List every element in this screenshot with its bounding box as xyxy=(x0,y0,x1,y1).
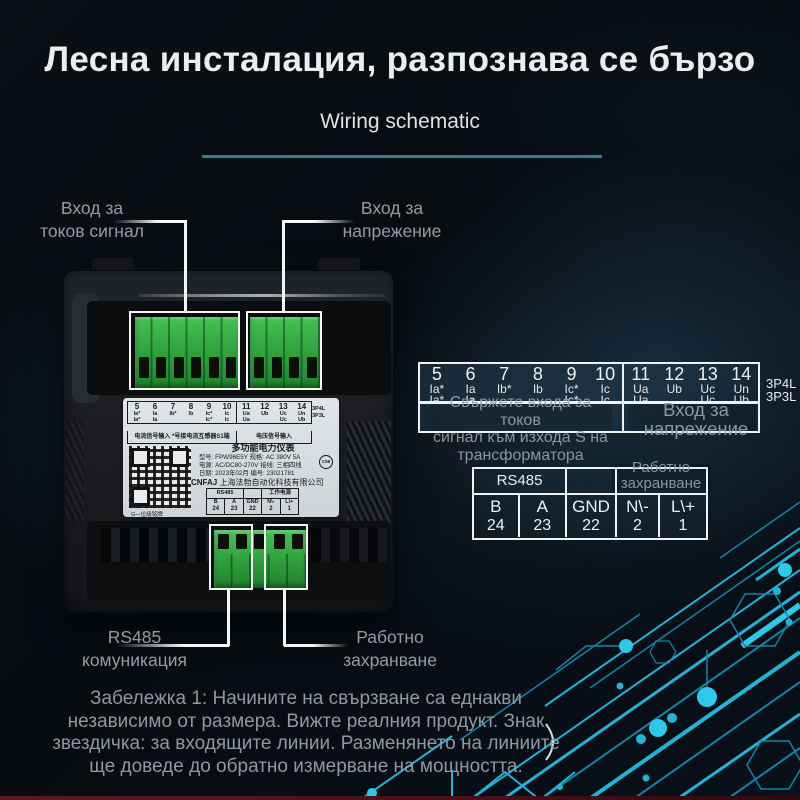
callout-line-current-vertical xyxy=(184,220,187,312)
terminal-cell-n: N\-2 xyxy=(617,495,660,537)
subtitle-underline xyxy=(202,155,602,158)
rs485-power-table-header: RS485 xyxy=(474,469,706,495)
highlight-box-current-terminals xyxy=(129,311,240,390)
qr-finder xyxy=(131,487,150,506)
current-connection-note-overlay: Свържете входа за токов сигнал към изход… xyxy=(433,394,608,464)
label-rs485-header: RS485 xyxy=(207,489,244,498)
overlay-backdrop xyxy=(628,402,756,431)
terminal-hole xyxy=(253,357,264,378)
highlight-box-voltage-terminals xyxy=(246,311,322,390)
product-name: 多功能电力仪表 xyxy=(231,443,295,453)
wiring-mode-3p4l: 3P4L xyxy=(766,376,797,391)
device-heatsink-fins-left xyxy=(66,421,84,521)
company-name: 上海法勃自动化科技有限公司 xyxy=(219,478,324,487)
rs485-power-terminal-block xyxy=(214,530,306,588)
device-bottom-fins-right xyxy=(311,528,387,562)
callout-current-input-label: Вход за токов сигнал xyxy=(40,198,144,241)
terminal-hole xyxy=(271,357,282,378)
overlay-backdrop xyxy=(430,404,612,432)
brand-logo: CNFAJ xyxy=(191,478,218,487)
terminal-hole xyxy=(173,357,184,378)
terminal-table-divider xyxy=(420,401,758,404)
callout-voltage-input-label: Вход за напрежение xyxy=(342,198,442,241)
brand-company-line: CNFAJ 上海法勃自动化科技有限公司 xyxy=(191,477,337,488)
voltage-input-overlay: Вход за напрежение xyxy=(643,399,749,439)
wiring-mode-3p3l: 3P3L xyxy=(766,389,797,404)
device-top-lip xyxy=(74,279,382,305)
page-title: Лесна инсталация, разпознава се бързо xyxy=(44,40,756,79)
label-current-caption: 电流信号输入 *号接电流互感器S1端 xyxy=(128,431,237,443)
terminal-hole xyxy=(289,357,300,378)
terminal-hole xyxy=(208,357,219,378)
qr-code xyxy=(129,446,191,508)
callout-line-current-horizontal xyxy=(113,220,187,223)
terminal-hole xyxy=(138,357,149,378)
device-mount-tab xyxy=(318,258,360,272)
callout-line-voltage-vertical xyxy=(282,220,285,312)
terminal-hole xyxy=(218,534,229,549)
callout-rs485-label: RS485 комуникация xyxy=(81,627,188,670)
page-subtitle: Wiring schematic xyxy=(320,110,480,133)
callout-line-rs485-vertical xyxy=(227,590,230,646)
device-mount-tab xyxy=(92,258,134,272)
highlight-box-power-terminals xyxy=(264,524,308,590)
callout-line-power-vertical xyxy=(283,590,286,646)
terminal-cell-l: L\+1 xyxy=(670,497,696,534)
current-terminal-block xyxy=(135,317,240,388)
device-heatsink-fins-right xyxy=(347,421,391,527)
device-bottom-fins-left xyxy=(101,528,209,562)
voltage-terminal-block xyxy=(250,317,321,388)
terminal-hole xyxy=(226,357,237,378)
device-metal-strip xyxy=(139,294,385,297)
label-voltage-caption: 电压信号输入 xyxy=(255,434,292,440)
terminal-hole xyxy=(254,534,265,549)
power-wiring-line: 电源: AC/DC80-270V 接线: 三相四线 xyxy=(199,462,302,469)
footnote: Забележка 1: Начините на свързване са ед… xyxy=(52,688,560,777)
label-power-header: 工作电源 xyxy=(268,490,291,496)
terminal-hole xyxy=(156,357,167,378)
terminal-hole xyxy=(307,357,318,378)
empty-header-cell xyxy=(567,469,617,493)
qr-finder xyxy=(131,448,150,467)
qr-caption: G—位级铭牌 xyxy=(131,512,163,518)
model-spec-line: 型号: FPW96E5Y 规格: AC 380V 5A xyxy=(199,454,301,461)
label-caption-row: 电流信号输入 *号接电流互感器S1端 电压信号输入 xyxy=(127,431,312,444)
terminal-hole xyxy=(236,534,247,549)
callout-power-label: Работно захранване xyxy=(343,627,437,670)
callout-line-voltage-horizontal xyxy=(283,220,355,223)
callout-line-rs485-horizontal xyxy=(116,644,229,647)
bottom-red-strip xyxy=(0,796,800,800)
certification-mark: C58 xyxy=(319,455,333,469)
terminal-hole xyxy=(292,534,303,549)
qr-finder xyxy=(170,448,189,467)
rs485-header-cell: RS485 xyxy=(474,469,567,493)
callout-line-power-horizontal xyxy=(284,644,348,647)
terminal-hole xyxy=(191,357,202,378)
highlight-box-rs485-terminals xyxy=(209,524,253,590)
terminal-hole xyxy=(274,534,285,549)
power-supply-overlay: Работно захранване xyxy=(620,459,702,492)
date-serial-line: 日期: 2023年02月 编号: 23021781 xyxy=(199,470,295,477)
